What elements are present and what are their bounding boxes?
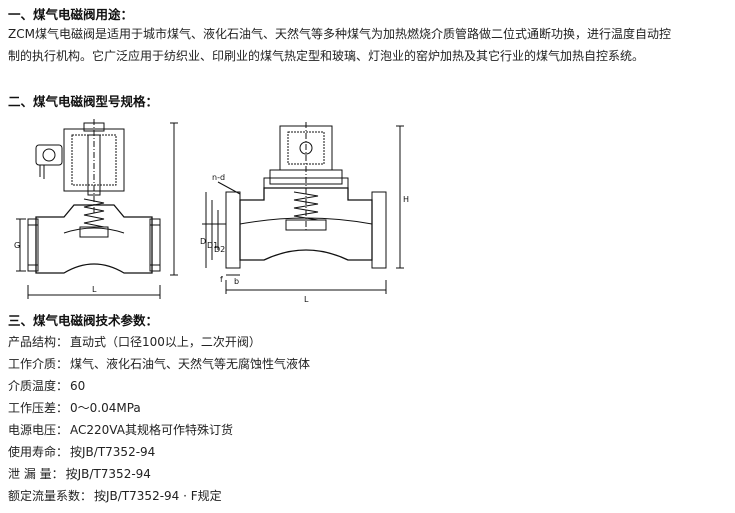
dim-label-g: G: [14, 241, 20, 250]
param-value: 直动式（口径100以上，二次开阀）: [70, 335, 261, 349]
dim-label-d2: D2: [214, 245, 225, 254]
param-value: 煤气、液化石油气、天然气等无腐蚀性气液体: [70, 357, 311, 371]
param-value: 60: [70, 379, 86, 393]
param-value: AC220VA其规格可作特殊订货: [70, 423, 233, 437]
dim-label-l-right: L: [304, 295, 309, 304]
param-key: 工作介质：: [8, 357, 69, 371]
dim-label-nd: n-d: [212, 173, 225, 182]
param-value: 0～0.04MPa: [70, 401, 141, 415]
section2-heading: 二、煤气电磁阀型号规格：: [8, 94, 159, 109]
junction-box: [35, 144, 63, 166]
param-key: 介质温度：: [8, 379, 69, 393]
param-key: 泄 漏 量：: [8, 467, 64, 481]
section1-paragraph: ZCM煤气电磁阀是适用于城市煤气、液化石油气、天然气等多种煤气为加热燃烧介质管路…: [8, 23, 730, 67]
param-pressure: 工作压差：0～0.04MPa: [8, 399, 141, 416]
dim-label-h: H: [403, 195, 409, 204]
dim-label-l-left: L: [92, 285, 97, 294]
section1-line2: 制的执行机构。它广泛应用于纺织业、印刷业的煤气热定型和玻璃、灯泡业的窑炉加热及其…: [8, 49, 645, 63]
section3-heading: 三、煤气电磁阀技术参数：: [8, 313, 159, 328]
param-key: 电源电压：: [8, 423, 69, 437]
section1-heading: 一、煤气电磁阀用途：: [8, 7, 134, 22]
param-value: 按JB/T7352-94 · F规定: [94, 489, 222, 503]
param-value: 按JB/T7352-94: [65, 467, 151, 481]
param-flow-coefficient: 额定流量系数：按JB/T7352-94 · F规定: [8, 487, 222, 504]
param-key: 使用寿命：: [8, 445, 69, 459]
param-key: 产品结构：: [8, 335, 69, 349]
dim-label-f: f: [220, 275, 223, 284]
threaded-valve-drawing: G L: [14, 119, 178, 299]
param-structure: 产品结构：直动式（口径100以上，二次开阀）: [8, 333, 261, 350]
dim-label-b: b: [234, 277, 239, 286]
section1-line1: ZCM煤气电磁阀是适用于城市煤气、液化石油气、天然气等多种煤气为加热燃烧介质管路…: [8, 27, 671, 41]
dim-label-d1: D1: [207, 241, 218, 250]
param-lifetime: 使用寿命：按JB/T7352-94: [8, 443, 155, 460]
param-key: 工作压差：: [8, 401, 69, 415]
param-temperature: 介质温度：60: [8, 377, 85, 394]
param-key: 额定流量系数：: [8, 489, 93, 503]
param-leakage: 泄 漏 量：按JB/T7352-94: [8, 465, 151, 482]
param-value: 按JB/T7352-94: [70, 445, 156, 459]
flanged-valve-drawing: n-d H D D1 D2 f b L: [200, 122, 409, 304]
param-voltage: 电源电压：AC220VA其规格可作特殊订货: [8, 421, 233, 438]
param-medium: 工作介质：煤气、液化石油气、天然气等无腐蚀性气液体: [8, 355, 310, 372]
dim-label-d: D: [200, 237, 206, 246]
